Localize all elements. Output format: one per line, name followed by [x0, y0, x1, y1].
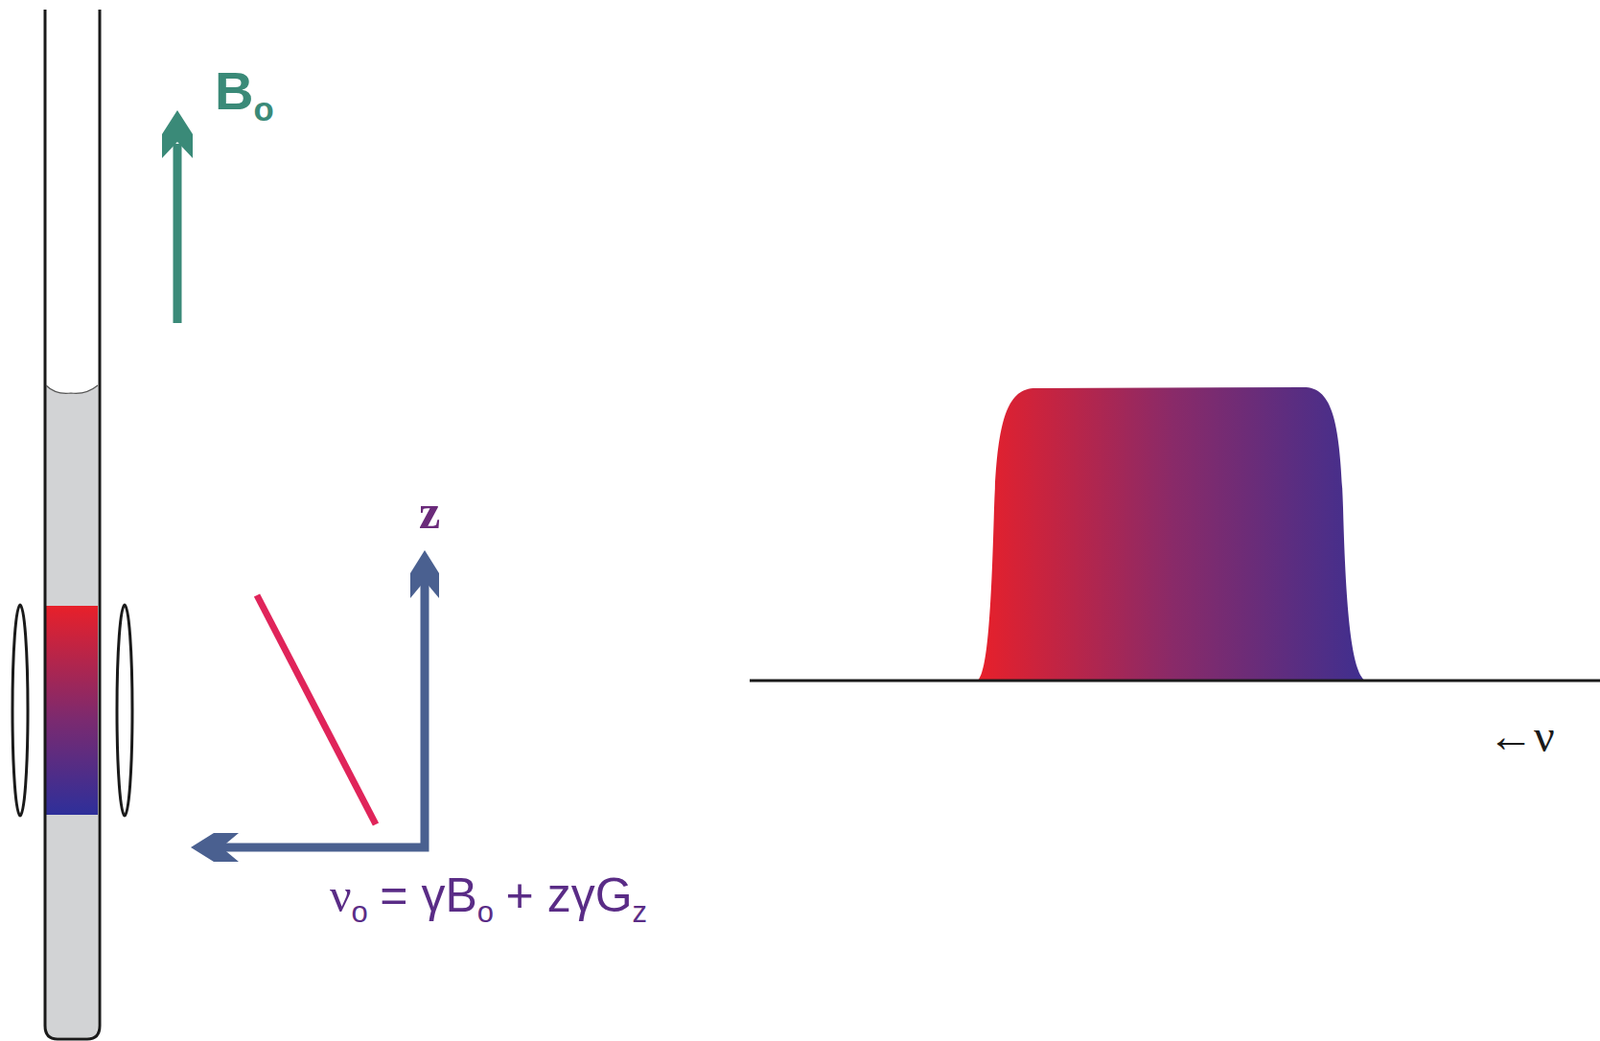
frequency-axis-label: ←ν	[1487, 709, 1555, 763]
label-text: ←ν	[1487, 709, 1555, 763]
rf-coil	[116, 604, 133, 816]
axis-label: z	[418, 484, 441, 540]
resonance-equation: νo= γBo+ zγGz	[329, 867, 648, 924]
field-arrow	[173, 143, 183, 324]
excited-slice	[46, 605, 98, 815]
subscript: o	[253, 91, 274, 129]
label-text: + zγG	[506, 867, 633, 924]
spectrum-baseline	[749, 679, 1600, 683]
label-text: B	[214, 59, 254, 122]
label-text: = γB	[379, 867, 477, 924]
rf-coil	[12, 604, 28, 816]
label-text: ν	[329, 867, 352, 924]
meniscus	[46, 385, 98, 394]
axes	[220, 565, 425, 848]
field-arrowhead	[162, 110, 193, 159]
subscript: o	[477, 895, 494, 930]
subscript: z	[632, 895, 649, 930]
axis-arrowhead	[190, 833, 239, 862]
axis-arrowhead	[410, 550, 440, 599]
subscript: o	[351, 895, 369, 930]
sample-liquid	[46, 385, 98, 1038]
label-text: z	[418, 484, 441, 540]
spectrum-peak	[977, 387, 1366, 681]
field-label: Bo	[214, 59, 275, 122]
nmr-tube	[45, 9, 100, 1040]
gradient-line	[256, 595, 376, 825]
